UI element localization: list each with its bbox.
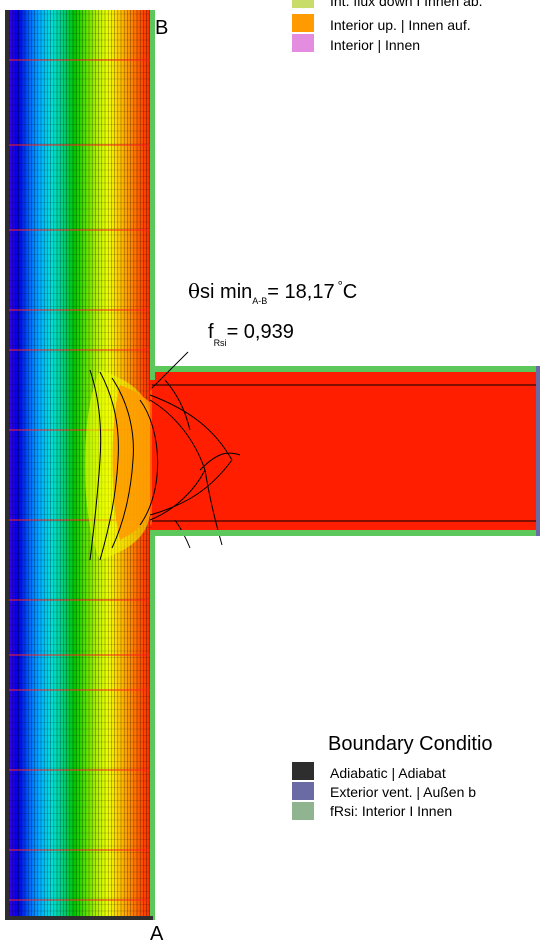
legend-label-interior: Interior | Innen	[330, 37, 420, 53]
legend-swatch-interior	[292, 34, 314, 52]
bc-swatch-frsi-interior	[292, 802, 314, 820]
mesh-vertical-lines	[8, 10, 151, 920]
point-a-label: A	[150, 923, 164, 945]
legend-swatch-int-flux-down	[292, 0, 314, 8]
bc-swatch-exterior-vent	[292, 782, 314, 800]
floor-slab	[152, 370, 538, 532]
material-boundary-lines	[7, 59, 150, 901]
annotation-leader-line	[151, 351, 189, 389]
adiabatic-edge-left	[5, 10, 9, 920]
heat-flux-lines	[89, 369, 241, 561]
top-legend: Int. flux down I Innen ab. Interior up. …	[292, 0, 483, 53]
bc-label-exterior-vent: Exterior vent. | Außen b	[330, 784, 476, 800]
legend-label-interior-up: Interior up. | Innen auf.	[330, 17, 471, 33]
legend-swatch-interior-up	[292, 14, 314, 32]
theta-si-min-label: θsi minA-B= 18,17°C	[188, 278, 357, 306]
bc-label-frsi-interior: fRsi: Interior I Innen	[330, 803, 452, 819]
legend-label-int-flux-down: Int. flux down I Innen ab.	[330, 0, 483, 9]
frsi-label: fRsi= 0,939	[208, 321, 294, 348]
boundary-conditions-legend: Boundary Conditio Adiabatic | Adiabat Ex…	[292, 733, 493, 820]
bc-label-adiabatic: Adiabatic | Adiabat	[330, 765, 446, 781]
adiabatic-edge-bottom	[5, 916, 153, 920]
boundary-conditions-title: Boundary Conditio	[328, 733, 493, 755]
interior-boundary-strip	[150, 10, 540, 920]
slab-end-edge	[536, 366, 540, 536]
bc-swatch-adiabatic	[292, 762, 314, 780]
mesh-horizontal-lines	[7, 13, 153, 918]
point-b-label: B	[155, 17, 168, 39]
